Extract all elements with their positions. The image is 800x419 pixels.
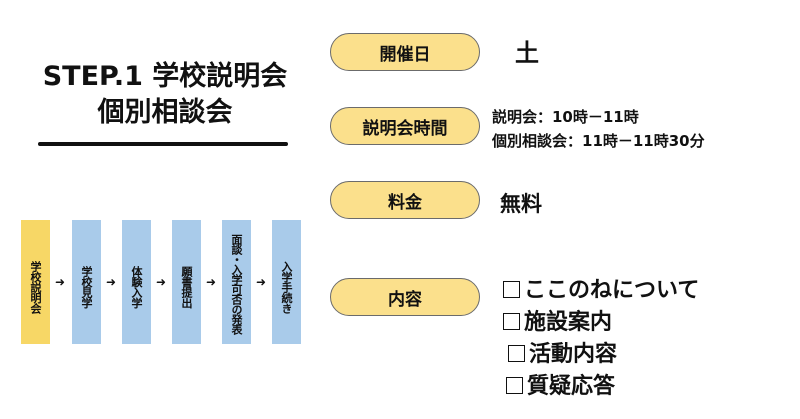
time-label-pill: 説明会時間 [330,107,480,145]
page-subtitle: 個別相談会 [97,97,233,128]
flow-step-school-tour: 学校見学 [72,220,101,344]
checkbox-icon [503,313,520,330]
briefing-time: 説明会：10時－11時 [492,108,639,126]
arrow-right-icon: ➜ [55,275,66,289]
arrow-right-icon: ➜ [106,275,117,289]
content-item: 活動内容 [508,340,617,370]
flow-step-trial-enrollment: 体験入学 [122,220,151,344]
flow-step-school-briefing: 学校説明会 [21,220,50,344]
arrow-right-icon: ➜ [256,275,267,289]
flow-step-application: 願書提出 [172,220,201,344]
checkbox-icon [508,345,525,362]
arrow-right-icon: ➜ [156,275,167,289]
flow-step-interview-result: 面談・入学可否の発表 [222,220,251,344]
content-item: 施設案内 [503,308,612,338]
checkbox-icon [503,281,520,298]
checkbox-icon [506,377,523,394]
content-item: 質疑応答 [506,372,615,402]
fee-label-pill: 料金 [330,181,480,219]
title-underline [38,142,288,146]
content-label-pill: 内容 [330,278,480,316]
consultation-time: 個別相談会：11時－11時30分 [492,132,705,150]
fee-value: 無料 [500,192,542,216]
date-value: 土 [515,39,539,67]
date-label-pill: 開催日 [330,33,480,71]
page-title: STEP.1 学校説明会 [42,61,288,92]
arrow-right-icon: ➜ [206,275,217,289]
flow-step-enrollment-procedure: 入学手続き [272,220,301,344]
content-item: ここのねについて [503,276,699,306]
